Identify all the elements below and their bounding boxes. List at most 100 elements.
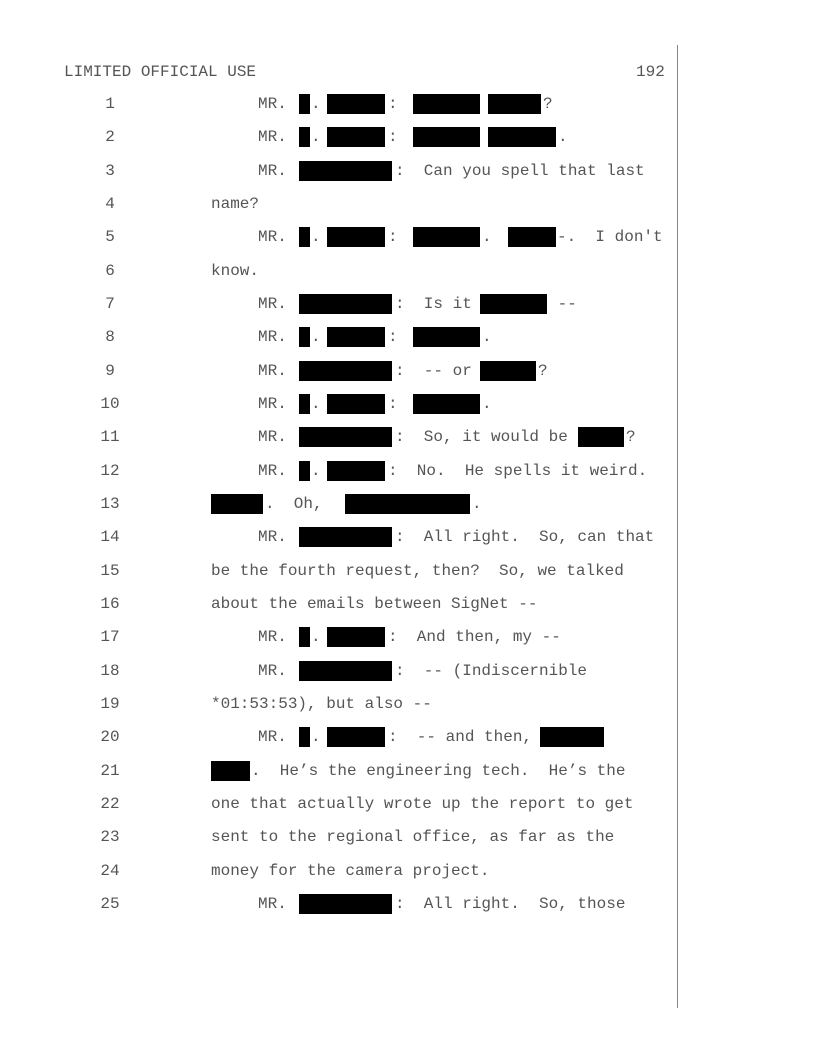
redaction-box <box>508 227 556 248</box>
line-number: 21 <box>100 761 120 780</box>
redaction-box <box>327 727 385 748</box>
redaction-box <box>327 227 385 248</box>
line-text: MR. <box>258 528 287 547</box>
transcript-line: 10 MR..:. <box>0 393 680 414</box>
redaction-box <box>299 127 310 148</box>
line-text: . <box>472 494 482 513</box>
line-text: MR. <box>258 294 287 313</box>
line-text: MR. <box>258 461 287 480</box>
line-number: 22 <box>100 794 120 813</box>
line-text: . <box>311 328 321 347</box>
line-text: MR. <box>258 894 287 913</box>
line-text: ? <box>626 428 636 447</box>
line-text: sent to the regional office, as far as t… <box>211 828 615 847</box>
line-number: 13 <box>100 494 120 513</box>
line-text: ? <box>543 95 553 113</box>
transcript-line: 21 . He’s the engineering tech. He’s the <box>0 760 680 781</box>
line-text: . <box>482 228 492 247</box>
redaction-box <box>413 94 480 114</box>
redaction-box <box>540 727 604 748</box>
line-number: 3 <box>105 161 115 180</box>
line-text: . <box>311 628 321 647</box>
line-text: : <box>388 394 398 413</box>
line-number: 9 <box>105 361 115 380</box>
redaction-box <box>299 293 392 314</box>
line-number: 24 <box>100 861 120 880</box>
redaction-box <box>413 127 480 148</box>
line-number: 12 <box>100 461 120 480</box>
line-text: . <box>482 394 492 413</box>
redaction-box <box>299 160 392 181</box>
line-number: 16 <box>100 594 120 613</box>
line-text: : Is it <box>395 294 472 313</box>
line-text: MR. <box>258 628 287 647</box>
redaction-box <box>299 393 310 414</box>
line-number: 1 <box>105 95 115 113</box>
line-text: . <box>311 128 321 147</box>
line-text: : Can you spell that last <box>395 161 645 180</box>
line-text: -. I don't <box>557 228 663 247</box>
line-number: 14 <box>100 528 120 547</box>
line-number: 18 <box>100 661 120 680</box>
line-number: 6 <box>105 261 115 280</box>
line-text: MR. <box>258 728 287 747</box>
transcript-line: 19*01:53:53), but also -- <box>0 694 680 714</box>
transcript-line: 25 MR. : All right. So, those <box>0 893 680 914</box>
line-number: 4 <box>105 194 115 213</box>
line-text: : So, it would be <box>395 428 568 447</box>
redaction-box <box>480 293 547 314</box>
line-number: 10 <box>100 394 120 413</box>
redaction-box <box>211 493 263 514</box>
line-number: 23 <box>100 828 120 847</box>
line-number: 25 <box>100 894 120 913</box>
line-text: . Oh, <box>265 494 323 513</box>
line-text: *01:53:53), but also -- <box>211 694 432 713</box>
transcript-line: 4 name? <box>0 194 680 214</box>
line-text: . <box>482 328 492 347</box>
line-number: 5 <box>105 228 115 247</box>
redaction-box <box>299 627 310 648</box>
redaction-box <box>327 127 385 148</box>
line-text: . <box>311 95 321 113</box>
line-text: MR. <box>258 361 287 380</box>
line-text: MR. <box>258 428 287 447</box>
line-text: MR. <box>258 161 287 180</box>
line-text: . <box>558 128 568 147</box>
line-text: name? <box>211 194 260 213</box>
line-text: MR. <box>258 394 287 413</box>
redaction-box <box>211 760 250 781</box>
line-text: : -- or <box>395 361 472 380</box>
transcript-line: 3 MR. : Can you spell that last <box>0 160 680 181</box>
redaction-box <box>299 527 392 548</box>
redaction-box <box>327 627 385 648</box>
line-text: : <box>388 328 398 347</box>
redaction-box <box>299 660 392 681</box>
line-text: MR. <box>258 128 287 147</box>
redaction-box <box>327 460 385 481</box>
redaction-box <box>488 94 541 114</box>
line-text: . <box>311 394 321 413</box>
line-text: : All right. So, those <box>395 894 626 913</box>
line-number: 20 <box>100 728 120 747</box>
line-text: MR. <box>258 661 287 680</box>
line-text: . He’s the engineering tech. He’s the <box>251 761 626 780</box>
redaction-box <box>299 94 310 114</box>
line-text: MR. <box>258 95 287 113</box>
line-text: : <box>388 228 398 247</box>
line-text: . <box>311 461 321 480</box>
line-text: . <box>311 228 321 247</box>
redaction-box <box>299 227 310 248</box>
line-text: : All right. So, can that <box>395 528 655 547</box>
